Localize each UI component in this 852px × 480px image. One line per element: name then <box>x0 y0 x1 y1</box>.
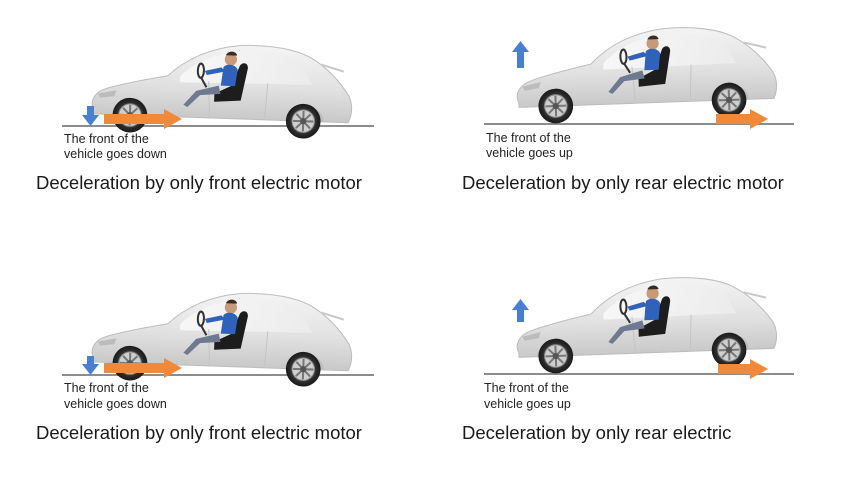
orange-arrow-icon <box>104 358 182 378</box>
faded-edge <box>758 418 848 454</box>
car-scene-front-motor <box>62 240 374 480</box>
note-line-1: The front of the <box>484 381 569 395</box>
note-line-2: vehicle goes up <box>486 146 573 160</box>
up-arrow-icon <box>512 41 529 68</box>
panel-front-motor-bottom: The front of the vehicle goes down Decel… <box>0 240 426 480</box>
car-scene-rear-motor <box>484 240 794 379</box>
note-line-2: vehicle goes down <box>64 397 167 411</box>
up-arrow-icon <box>512 299 529 322</box>
note-line-2: vehicle goes down <box>64 147 167 161</box>
down-arrow-icon <box>82 106 99 126</box>
orange-arrow-icon <box>716 109 768 129</box>
panel-rear-motor-top: The front of the vehicle goes up Deceler… <box>426 0 852 240</box>
note-line-1: The front of the <box>64 132 149 146</box>
caption: Deceleration by only rear electric <box>462 422 732 443</box>
caption: Deceleration by only rear electric motor <box>462 172 784 193</box>
car-illustration <box>91 288 354 388</box>
caption: Deceleration by only front electric moto… <box>36 422 362 443</box>
car-illustration <box>515 274 778 374</box>
note-line-2: vehicle goes up <box>484 397 571 411</box>
down-arrow-icon <box>82 356 99 375</box>
note-line-1: The front of the <box>486 131 571 145</box>
orange-arrow-icon <box>104 109 182 129</box>
panel-front-motor-top: The front of the vehicle goes down Decel… <box>0 0 426 240</box>
car-scene-rear-motor <box>484 0 794 129</box>
note-line-1: The front of the <box>64 381 149 395</box>
orange-arrow-icon <box>718 359 768 379</box>
car-scene-front-motor <box>62 0 374 240</box>
car-illustration <box>515 24 778 124</box>
panel-rear-motor-bottom: The front of the vehicle goes up Deceler… <box>426 240 852 480</box>
caption: Deceleration by only front electric moto… <box>36 172 362 193</box>
